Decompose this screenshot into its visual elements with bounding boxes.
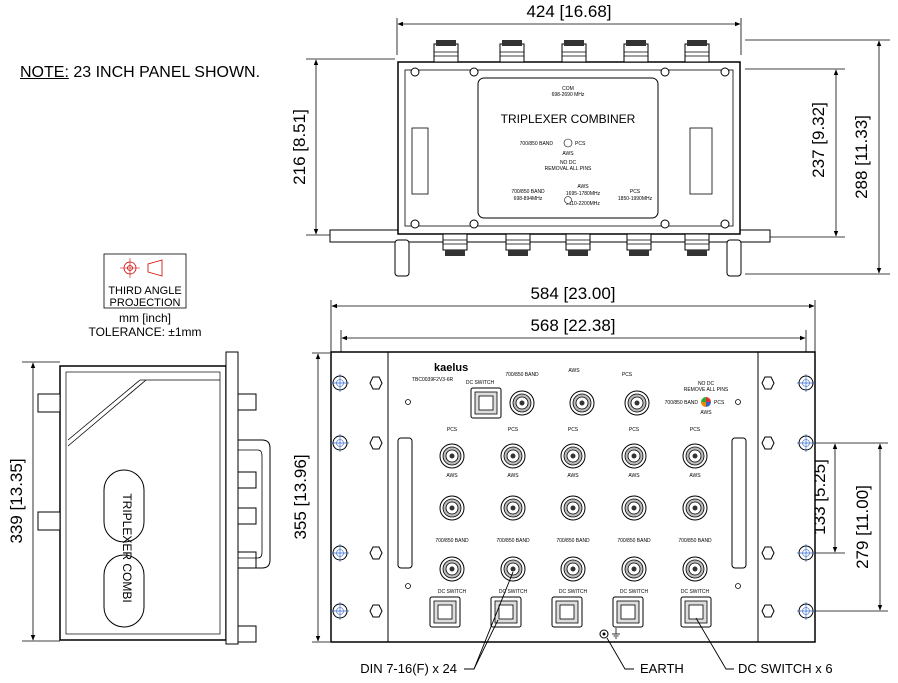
- note-text: 23 INCH PANEL SHOWN.: [68, 64, 261, 81]
- model-number: TBC0039F2V3-6R: [412, 377, 454, 383]
- top-view: 424 [16.68] 216 [8.51] 237 [9.32] 288 [1…: [290, 2, 890, 277]
- side-height-dim: 339 [13.35]: [7, 458, 26, 543]
- dc-switch-label: DC SWITCH: [681, 589, 710, 595]
- dc-switch-label: DC SWITCH: [499, 589, 528, 595]
- top-width-dim: 424 [16.68]: [526, 2, 611, 21]
- note-prefix: NOTE:: [20, 64, 69, 81]
- plate-nodc-sub: REMOVAL ALL PINS: [545, 166, 592, 172]
- band-label: 700/850 BAND: [617, 538, 651, 544]
- legend-sub: REMOVE ALL PINS: [684, 387, 729, 393]
- earth-callout: EARTH: [640, 661, 684, 676]
- plate-b2: AWS: [577, 184, 589, 190]
- port-legend-icon: [701, 397, 711, 407]
- dc-switch-label: DC SWITCH: [620, 589, 649, 595]
- legend-right: PCS: [714, 400, 725, 406]
- legend-bottom: AWS: [700, 410, 712, 416]
- plate-nodc: NO DC: [560, 160, 577, 166]
- front-inner-width-dim: 568 [22.38]: [530, 316, 615, 335]
- top-dc-switch-label: DC SWITCH: [466, 380, 495, 386]
- band-label: 700/850 BAND: [556, 538, 590, 544]
- pcs-label: PCS: [629, 427, 640, 433]
- tolerance-label: TOLERANCE: ±1mm: [88, 325, 202, 339]
- brand-logo: kaelus: [434, 362, 468, 374]
- plate-b1-f: 698-894MHz: [514, 196, 543, 202]
- top-pcs-label: PCS: [622, 372, 633, 378]
- dc-switch-label: DC SWITCH: [438, 589, 467, 595]
- callouts: DIN 7-16(F) x 24 EARTH DC SWITCH x 6: [360, 571, 833, 676]
- aws-label: AWS: [628, 473, 640, 479]
- plate-port-left: 700/850 BAND: [520, 141, 554, 147]
- earth-icon: [599, 628, 620, 639]
- top-left-height-dim: 216 [8.51]: [290, 109, 309, 185]
- top-band-label: 700/850 BAND: [505, 372, 539, 378]
- dc-switch-label: DC SWITCH: [559, 589, 588, 595]
- third-angle-projection: [103, 253, 187, 309]
- front-outer-width-dim: 584 [23.00]: [530, 284, 615, 303]
- front-height-dim: 355 [13.96]: [291, 454, 310, 539]
- legend-nodc: NO DC: [698, 381, 715, 387]
- plate-aws: AWS: [562, 151, 574, 157]
- plate-com: COM: [562, 86, 574, 92]
- pcs-label: PCS: [508, 427, 519, 433]
- aws-label: AWS: [689, 473, 701, 479]
- plate-b2-f2: 2110-2200MHz: [566, 201, 600, 207]
- plate-b2-f: 1695-1780MHz: [566, 191, 601, 197]
- units-label: mm [inch]: [118, 311, 171, 325]
- plate-port-right: PCS: [575, 141, 586, 147]
- band-label: 700/850 BAND: [435, 538, 469, 544]
- top-right-outer-dim: 288 [11.33]: [852, 115, 871, 199]
- side-text: TRIPLEXER COMBI: [120, 493, 134, 602]
- pcs-label: PCS: [690, 427, 701, 433]
- plate-b1: 700/850 BAND: [511, 189, 545, 195]
- pcs-label: PCS: [447, 427, 458, 433]
- aws-label: AWS: [567, 473, 579, 479]
- plate-com-sub: 698-2690 MHz: [552, 92, 585, 98]
- projection-label-line2: PROJECTION: [109, 297, 181, 309]
- top-aws-label: AWS: [568, 368, 580, 374]
- front-outer-right-dim: 279 [11.00]: [853, 485, 872, 569]
- din-callout: DIN 7-16(F) x 24: [360, 661, 457, 676]
- aws-label: AWS: [446, 473, 458, 479]
- aws-label: AWS: [507, 473, 519, 479]
- panel-note: NOTE: 23 INCH PANEL SHOWN.: [20, 64, 260, 82]
- plate-title: TRIPLEXER COMBINER: [501, 112, 636, 126]
- dc-switch-callout: DC SWITCH x 6: [738, 661, 833, 676]
- projection-label: THIRD ANGLE PROJECTION: [92, 285, 198, 309]
- pcs-label: PCS: [568, 427, 579, 433]
- plate-b3-f: 1850-1990MHz: [618, 196, 653, 202]
- projection-label-line1: THIRD ANGLE: [108, 285, 182, 297]
- projection-symbol-icon: [120, 258, 163, 278]
- band-label: 700/850 BAND: [678, 538, 712, 544]
- band-label: 700/850 BAND: [496, 538, 530, 544]
- side-view: 339 [13.35] TRIPLEXER COMBI: [7, 351, 271, 645]
- plate-b3: PCS: [630, 189, 641, 195]
- front-view: 584 [23.00] 568 [22.38] 355 [13.96] 133 …: [291, 284, 888, 643]
- legend-left: 700/850 BAND: [665, 400, 699, 406]
- top-right-inner-dim: 237 [9.32]: [809, 102, 828, 178]
